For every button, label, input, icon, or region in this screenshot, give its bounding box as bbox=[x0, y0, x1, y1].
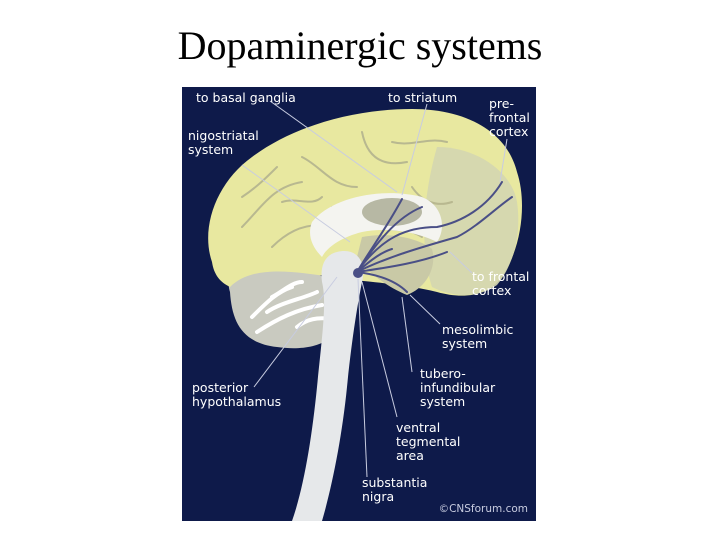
label-tuberoinfundibular-system: tubero- infundibular system bbox=[420, 366, 496, 409]
label-substantia-nigra: substantia nigra bbox=[362, 475, 428, 504]
label-mesolimbic-system: mesolimbic system bbox=[442, 322, 514, 351]
label-nigrostriatal-system: nigostriatal system bbox=[188, 128, 259, 157]
label-ventral-tegmental-area: ventral tegmental area bbox=[396, 420, 461, 463]
label-to-basal-ganglia: to basal ganglia bbox=[196, 90, 296, 105]
striatum-shape bbox=[362, 198, 422, 226]
label-to-frontal-cortex: to frontal cortex bbox=[472, 269, 530, 298]
label-to-striatum: to striatum bbox=[388, 90, 458, 105]
copyright-notice: ©CNSforum.com bbox=[438, 503, 528, 515]
leader-lines bbox=[241, 100, 508, 478]
brain-illustration bbox=[208, 100, 522, 521]
slide-title: Dopaminergic systems bbox=[177, 23, 543, 68]
dopamine-pathways bbox=[356, 181, 513, 293]
brain-diagram: to basal ganglia to striatum pre- fronta… bbox=[182, 87, 536, 521]
dopamine-nucleus bbox=[353, 268, 363, 278]
cerebellum-folia bbox=[250, 280, 334, 334]
label-posterior-hypothalamus: posterior hypothalamus bbox=[192, 380, 282, 409]
brainstem bbox=[292, 251, 364, 521]
frontal-lobe bbox=[424, 147, 519, 295]
label-prefrontal-cortex: pre- frontal cortex bbox=[489, 96, 530, 139]
